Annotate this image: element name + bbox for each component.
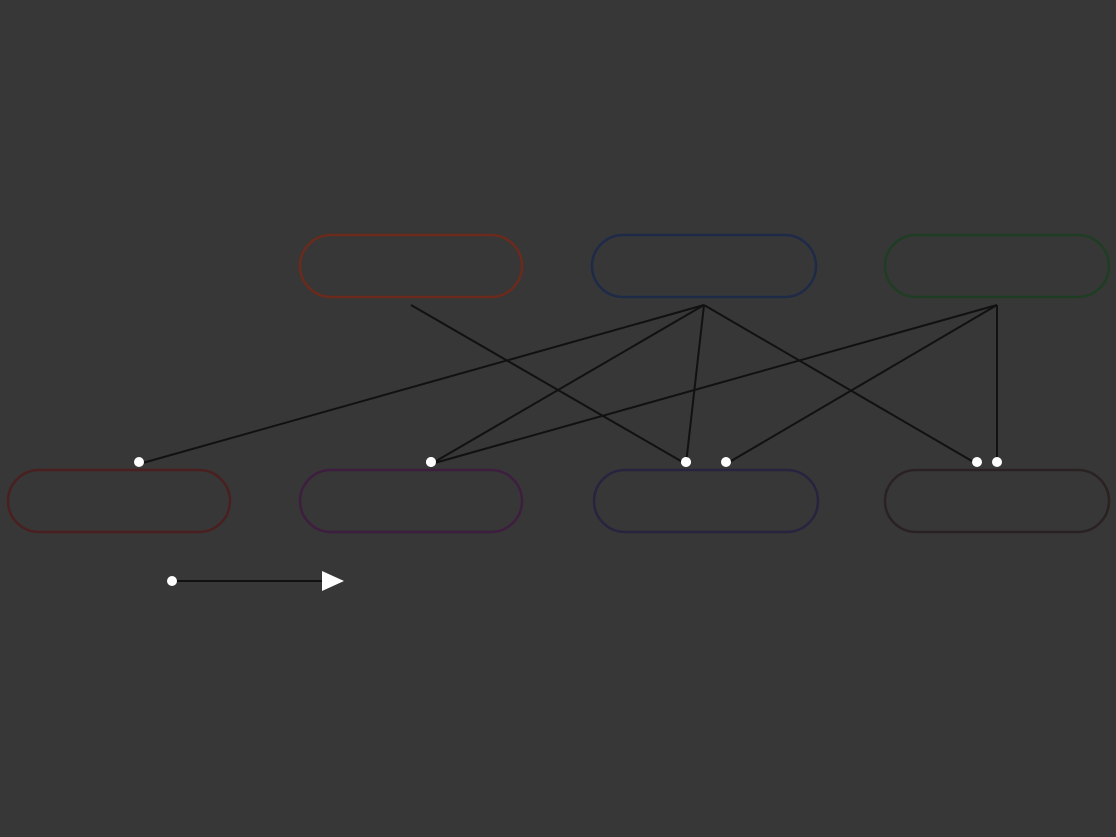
edge-top-1-to-bottom-3: [410, 304, 687, 465]
edge-arrowhead-top-3-to-bottom-4: [992, 457, 1002, 467]
legend: [167, 571, 344, 591]
edge-arrowhead-top-2-to-bottom-3: [681, 457, 691, 467]
legend-arrow-icon: [322, 571, 344, 591]
node-bottom-3-border: [592, 468, 820, 534]
edge-top-3-to-bottom-2: [430, 304, 998, 465]
node-bottom-3[interactable]: [592, 468, 820, 534]
edge-top-2-to-bottom-4: [703, 304, 978, 465]
edge-arrowhead-top-3-to-bottom-3: [721, 457, 731, 467]
node-bottom-4[interactable]: [883, 468, 1111, 534]
node-bottom-2[interactable]: [298, 468, 524, 534]
node-bottom-1[interactable]: [6, 468, 232, 534]
edge-arrowhead-top-2-to-bottom-1: [134, 457, 144, 467]
node-top-1-border: [298, 233, 524, 299]
node-top-3-border: [883, 233, 1111, 299]
legend-start-dot: [167, 576, 177, 586]
edge-arrowhead-top-3-to-bottom-2: [426, 457, 436, 467]
edge-top-2-to-bottom-1: [138, 304, 705, 465]
node-top-2[interactable]: [590, 233, 818, 299]
node-bottom-4-border: [883, 468, 1111, 534]
edge-top-2-to-bottom-3: [685, 304, 705, 465]
node-top-1[interactable]: [298, 233, 524, 299]
edge-top-2-to-bottom-2: [430, 304, 705, 465]
node-top-3[interactable]: [883, 233, 1111, 299]
edge-arrowhead-top-2-to-bottom-4: [972, 457, 982, 467]
node-top-2-border: [590, 233, 818, 299]
node-bottom-1-border: [6, 468, 232, 534]
edges: [134, 304, 1002, 467]
edge-top-3-to-bottom-3: [725, 304, 998, 465]
node-bottom-2-border: [298, 468, 524, 534]
